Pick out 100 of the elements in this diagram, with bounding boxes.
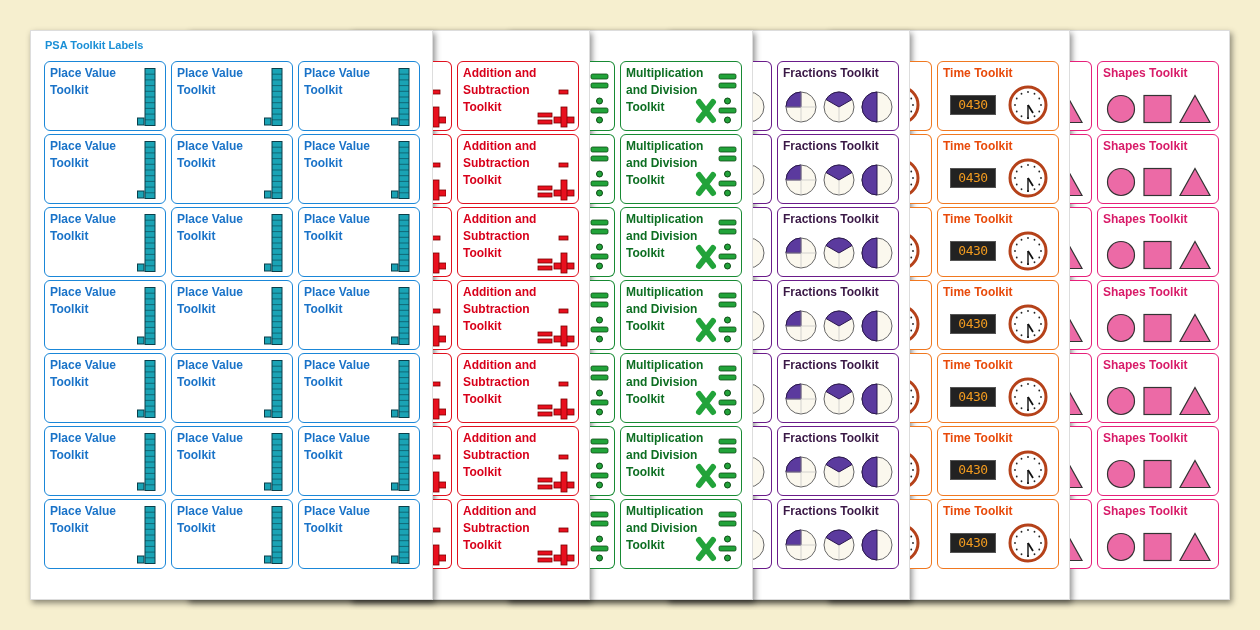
card-title: Time Toolkit	[943, 211, 1014, 228]
label-card	[44, 353, 166, 423]
card-title: Place Value Toolkit	[50, 65, 118, 99]
digital-clock-display: 0430	[950, 241, 996, 261]
label-card	[457, 499, 579, 569]
label-card	[44, 61, 166, 131]
label-card	[777, 426, 899, 496]
card-title: Place Value Toolkit	[177, 284, 245, 318]
card-title: Shapes Toolkit	[1103, 357, 1189, 374]
card-title: Place Value Toolkit	[304, 503, 372, 537]
label-card	[937, 353, 1059, 423]
card-title: Shapes Toolkit	[1103, 284, 1189, 301]
label-card	[937, 499, 1059, 569]
card-title: Fractions Toolkit	[783, 430, 880, 447]
label-card	[298, 207, 420, 277]
label-card	[298, 61, 420, 131]
card-title: Multiplication and Division Toolkit	[626, 430, 705, 481]
label-card	[44, 426, 166, 496]
label-card	[171, 280, 293, 350]
sheet-title: PSA Toolkit Labels	[45, 39, 144, 51]
label-card	[777, 353, 899, 423]
label-card	[620, 499, 742, 569]
label-card	[457, 61, 579, 131]
card-title: Place Value Toolkit	[50, 211, 118, 245]
label-card	[298, 134, 420, 204]
label-card	[44, 280, 166, 350]
card-title: Fractions Toolkit	[783, 211, 880, 228]
card-title: Fractions Toolkit	[783, 503, 880, 520]
card-title: Fractions Toolkit	[783, 65, 880, 82]
card-title: Place Value Toolkit	[177, 211, 245, 245]
card-title: Place Value Toolkit	[50, 138, 118, 172]
card-title: Addition and Subtraction Toolkit	[463, 430, 538, 481]
label-card	[1097, 134, 1219, 204]
card-title: Fractions Toolkit	[783, 357, 880, 374]
digital-clock-display: 0430	[950, 533, 996, 553]
card-title: Place Value Toolkit	[304, 65, 372, 99]
label-card	[777, 207, 899, 277]
label-card	[171, 207, 293, 277]
card-title: Multiplication and Division Toolkit	[626, 65, 705, 116]
card-title: Place Value Toolkit	[177, 357, 245, 391]
label-card	[620, 426, 742, 496]
digital-clock-display: 0430	[950, 168, 996, 188]
card-title: Shapes Toolkit	[1103, 503, 1189, 520]
label-card	[1097, 280, 1219, 350]
label-card	[620, 353, 742, 423]
card-title: Place Value Toolkit	[50, 503, 118, 537]
card-title: Place Value Toolkit	[177, 65, 245, 99]
card-title: Multiplication and Division Toolkit	[626, 138, 705, 189]
card-title: Time Toolkit	[943, 65, 1014, 82]
card-title: Fractions Toolkit	[783, 284, 880, 301]
card-title: Addition and Subtraction Toolkit	[463, 284, 538, 335]
label-card	[620, 280, 742, 350]
label-card	[44, 207, 166, 277]
label-card	[937, 207, 1059, 277]
label-card	[937, 134, 1059, 204]
card-title: Shapes Toolkit	[1103, 65, 1189, 82]
card-title: Place Value Toolkit	[177, 430, 245, 464]
card-title: Shapes Toolkit	[1103, 138, 1189, 155]
label-card	[937, 280, 1059, 350]
label-card	[1097, 499, 1219, 569]
label-card	[298, 499, 420, 569]
label-card	[1097, 426, 1219, 496]
card-title: Place Value Toolkit	[50, 430, 118, 464]
label-card	[457, 353, 579, 423]
label-card	[171, 353, 293, 423]
digital-clock-display: 0430	[950, 460, 996, 480]
label-card	[44, 134, 166, 204]
label-card	[44, 499, 166, 569]
card-title: Time Toolkit	[943, 138, 1014, 155]
label-card	[171, 426, 293, 496]
card-title: Place Value Toolkit	[177, 138, 245, 172]
label-card	[457, 426, 579, 496]
card-title: Place Value Toolkit	[304, 211, 372, 245]
card-title: Place Value Toolkit	[304, 138, 372, 172]
card-title: Multiplication and Division Toolkit	[626, 211, 705, 262]
card-title: Place Value Toolkit	[50, 284, 118, 318]
label-card	[620, 134, 742, 204]
label-card	[1097, 61, 1219, 131]
label-card	[171, 499, 293, 569]
label-card	[298, 426, 420, 496]
label-card	[777, 134, 899, 204]
card-title: Place Value Toolkit	[304, 284, 372, 318]
digital-clock-display: 0430	[950, 387, 996, 407]
card-title: Place Value Toolkit	[177, 503, 245, 537]
label-card	[620, 207, 742, 277]
label-card	[1097, 207, 1219, 277]
card-title: Time Toolkit	[943, 503, 1014, 520]
card-title: Time Toolkit	[943, 357, 1014, 374]
label-card	[171, 134, 293, 204]
label-card	[298, 280, 420, 350]
card-title: Place Value Toolkit	[50, 357, 118, 391]
digital-clock-display: 0430	[950, 95, 996, 115]
digital-clock-display: 0430	[950, 314, 996, 334]
card-title: Shapes Toolkit	[1103, 430, 1189, 447]
card-title: Place Value Toolkit	[304, 357, 372, 391]
card-title: Multiplication and Division Toolkit	[626, 284, 705, 335]
label-card	[777, 280, 899, 350]
card-title: Place Value Toolkit	[304, 430, 372, 464]
label-card	[1097, 353, 1219, 423]
label-card	[171, 61, 293, 131]
